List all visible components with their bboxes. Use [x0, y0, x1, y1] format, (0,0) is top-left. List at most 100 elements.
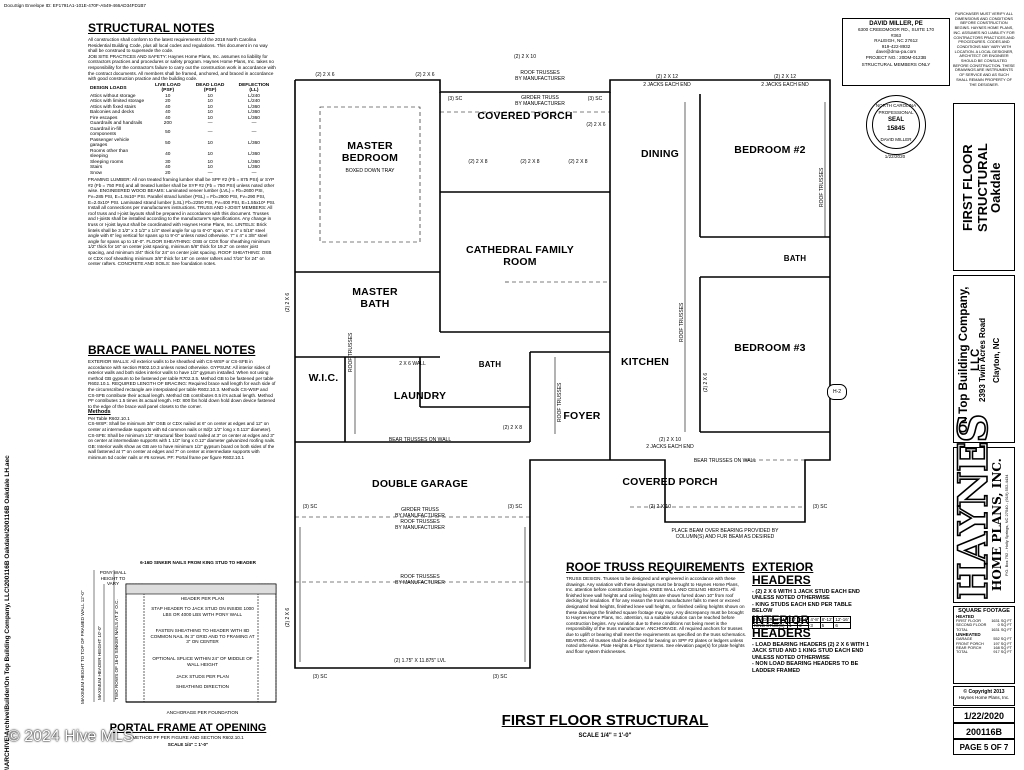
exterior-headers: EXTERIOR HEADERS - (2) 2 X 6 WITH 1 JACK… [752, 561, 870, 629]
interior-headers-line: - NON LOAD BEARING HEADERS TO BE LADDER … [752, 661, 859, 674]
loads-cell: 40 [165, 151, 171, 157]
portal-frame-scale: SCALE 1/4" = 1'-0" [167, 742, 209, 747]
job-site-note: JOB SITE PRACTICES AND SAFETY: Haynes Ho… [88, 53, 276, 82]
girder-note: GIRDER TRUSS [521, 95, 559, 101]
loads-cell: 40 [165, 104, 171, 110]
engineer-address: #363 [890, 32, 902, 38]
loads-cell: — [251, 170, 257, 176]
truss-note-vertical: ROOF TRUSSES [557, 382, 563, 422]
sqft-cell: FRONT PORCH [956, 641, 984, 646]
truss-note: BY MANUFACTURER [515, 101, 565, 107]
interior-headers-title: INTERIOR HEADERS [752, 613, 811, 640]
header-callout: (2) 2 X 6 [586, 122, 606, 128]
loads-cell: — [207, 129, 213, 135]
haynes-logo-sub: HOME PLANS, INC. [990, 458, 1004, 592]
room-master-bath: MASTER BATH [352, 286, 398, 310]
truss-note: ROOF TRUSSES [400, 574, 440, 580]
loads-cell: — [251, 129, 257, 135]
sqft-cell: TOTAL [956, 627, 968, 632]
portal-label: STAP HEADER TO JACK STUD ON INSIDE 1000 … [151, 606, 254, 617]
room-laundry: LAUNDRY [393, 390, 447, 402]
room-covered-porch-front: COVERED PORCH [622, 476, 718, 488]
loads-cell: L/240 [247, 93, 260, 99]
portal-frame-title: PORTAL FRAME AT OPENING [109, 722, 267, 734]
room-bath-2: BATH [783, 254, 807, 263]
loads-cell: L/360 [247, 159, 260, 165]
brace-wall-notes: BRACE WALL PANEL NOTES EXTERIOR WALLS: A… [88, 344, 276, 461]
sqft-heated: HEATED [956, 614, 975, 619]
portal-label: SHEATHING DIRECTION [175, 684, 229, 689]
exterior-headers-line: - KING STUDS EACH END PER TABLE BELOW [752, 601, 852, 615]
loads-cell: Fire escapes [90, 115, 118, 121]
methods-body: CS-WSP: Shall be minimum 3/8" OSB or CDX… [88, 421, 276, 460]
room-bath: BATH [478, 360, 502, 369]
loads-cell: L/360 [247, 165, 260, 171]
seal-label: SEAL [887, 117, 904, 123]
disclaimer: PURCHASER MUST VERIFY ALL DIMENSIONS AND… [953, 12, 1015, 87]
truss-note: BY MANUFACTURER [395, 580, 445, 586]
sqft-cell: 197 SQ FT [993, 641, 1012, 646]
mls-watermark: © 2024 Hive MLS [8, 728, 134, 745]
structural-notes-body: FRAMING LUMBER: All non treated framing … [88, 177, 276, 267]
room-bedroom-2: BEDROOM #2 [734, 144, 806, 156]
sqft-cell: REAR PORCH [956, 646, 982, 651]
job-number: 200116B [953, 723, 1015, 739]
header-callout: (2) 2 X 10 [659, 437, 681, 443]
room-master-bedroom: MASTER BEDROOM [341, 140, 399, 164]
bear-trusses-note: BEAR TRUSSES ON WALL [388, 437, 452, 443]
truss-note-vertical: ROOF TRUSSES [819, 167, 825, 207]
room-cathedral-family-room: CATHEDRAL FAMILY ROOM [465, 244, 574, 268]
header-callout: 2 JACKS EACH END [646, 444, 694, 450]
loads-cell: 10 [207, 110, 213, 116]
loads-cell: 50 [165, 140, 171, 146]
engineer-project: PROJECT NO.: 20DM-0123B [865, 54, 927, 60]
floor-plan: COVERED PORCH MASTER BEDROOM BOXED DOWN … [285, 54, 847, 702]
header-callout: (2) 2 X 6 [703, 372, 709, 392]
sqft-cell: 552 SQ FT [993, 637, 1012, 642]
methods-title: Methods [88, 409, 111, 416]
loads-col-header: DEAD LOAD (PSF) [195, 82, 225, 94]
header-callout: (2) 2 X 6 [315, 72, 335, 78]
bear-trusses-note: BEAR TRUSSES ON WALL [693, 458, 757, 464]
header-callout: (2) 2 X 8 [468, 159, 488, 165]
loads-cell: 40 [165, 165, 171, 171]
roof-truss-title: ROOF TRUSS REQUIREMENTS [566, 560, 745, 574]
sqft-cell: SECOND FLOOR [956, 623, 987, 628]
header-callout: (2) 2 X 6 [415, 72, 435, 78]
loads-cell: Stairs [90, 165, 103, 171]
loads-caption: DESIGN LOADS [90, 85, 127, 91]
header-callout: 2 JACKS EACH END [761, 82, 809, 88]
loads-cell: Snow [90, 170, 102, 176]
copyright-owner: Haynes Home Plans, Inc. [958, 695, 1010, 700]
loads-cell: Sleeping rooms [90, 159, 124, 165]
loads-cell: L/240 [247, 99, 260, 105]
design-loads-table: DESIGN LOADS LIVE LOAD (PSF) DEAD LOAD (… [88, 83, 276, 177]
plan-scale: SCALE 1/4" = 1'-0" [578, 733, 632, 739]
loads-cell: Balconies and decks [90, 110, 134, 116]
room-wic: W.I.C. [308, 372, 339, 384]
sqft-cell: 0 SQ FT [997, 623, 1012, 628]
sheet-title-cell: FIRST FLOOR STRUCTURAL Oakdale [953, 103, 1015, 271]
truss-note: BY MANUFACTURER [515, 76, 565, 82]
sqft-cell: TOTAL [956, 650, 968, 655]
truss-note: BY MANUFACTURER [395, 513, 445, 519]
truss-note: ROOF TRUSSES [520, 70, 560, 76]
loads-cell: 10 [207, 93, 213, 99]
king-stud-cell: 6 [833, 621, 851, 629]
exterior-headers-line: - (2) 2 X 6 WITH 1 JACK STUD EACH END UN… [752, 589, 860, 602]
loads-cell: L/360 [247, 140, 260, 146]
loads-cell: L/360 [247, 110, 260, 116]
room-dining: DINING [641, 148, 679, 160]
header-callout: (2) 2 X 12 [774, 74, 796, 80]
brace-wall-body: EXTERIOR WALLS: All exterior walls to be… [88, 359, 276, 409]
sqft-row: SECOND FLOOR 0 SQ FT [956, 623, 1012, 627]
exterior-headers-title: EXTERIOR HEADERS [752, 560, 814, 587]
loads-cell: Guardrail in-fill components [90, 126, 121, 138]
